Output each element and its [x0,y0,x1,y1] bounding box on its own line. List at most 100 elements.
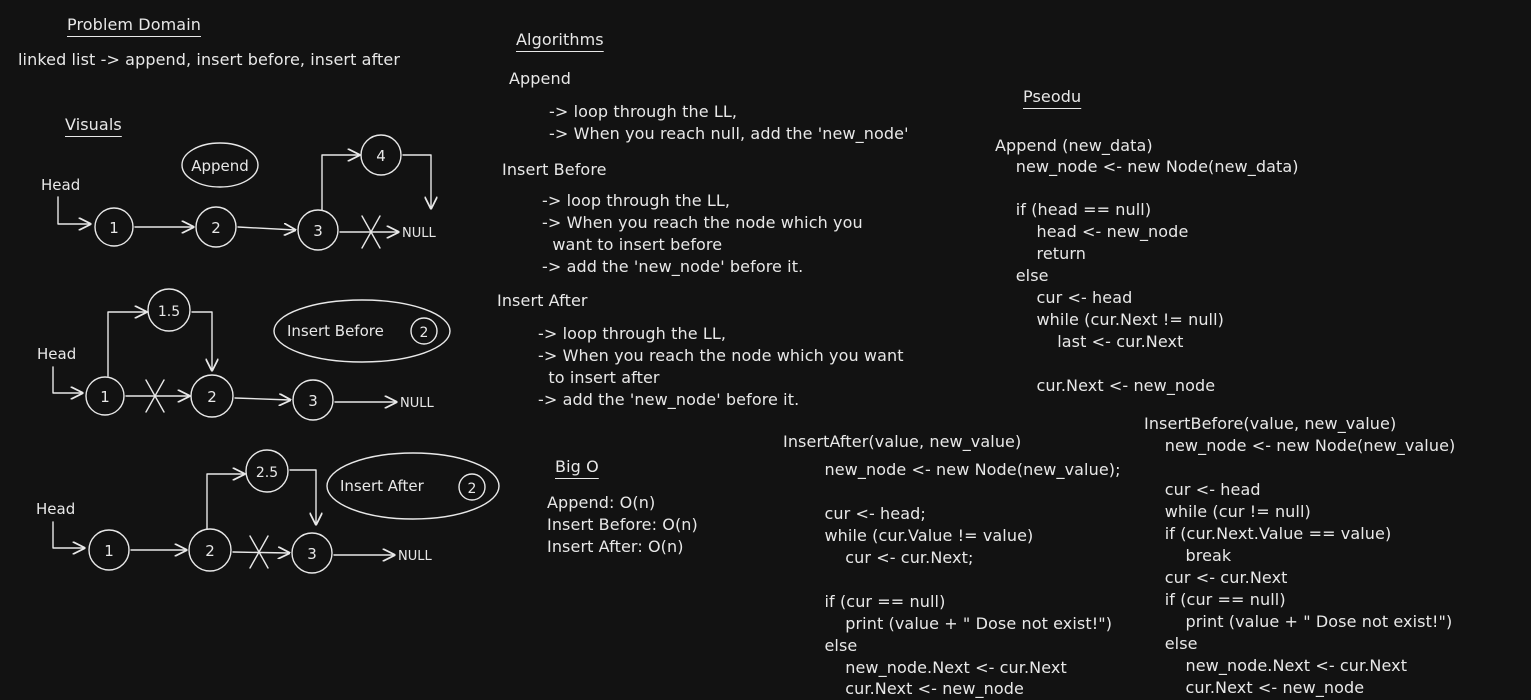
ia-new-node-label: 2.5 [256,465,278,481]
append-arrow-2-3 [237,227,295,230]
append-head-arrow [57,196,90,224]
ia-head-label: Head [36,500,75,518]
ib-badge-node-label: 2 [420,325,429,341]
algo-append-line-2: -> When you reach null, add the 'new_nod… [549,124,909,143]
algorithms-heading: Algorithms [516,30,604,49]
pseudo-insert-before-line: if (cur == null) [1144,590,1286,609]
ib-cross-mark [145,379,165,413]
pseudo-append-line: head <- new_node [995,222,1189,241]
pseudo-insert-after-line: cur <- cur.Next; [783,548,974,567]
algo-insert-after-line-1: -> loop through the LL, [538,324,727,343]
ib-new-node [147,288,191,332]
pseudo-insert-before-line: InsertBefore(value, new_value) [1144,414,1397,433]
ia-arrow-2-3 [232,552,289,553]
pseudo-append-line: else [995,266,1049,285]
pseudo-insert-before-line: if (cur.Next.Value == value) [1144,524,1392,543]
pseudo-append-line: new_node <- new Node(new_data) [995,157,1299,176]
algo-insert-after-line-3: to insert after [538,368,660,387]
append-node-1 [94,207,134,247]
pseudo-append-line: if (head == null) [995,200,1152,219]
pseudo-append-line: while (cur.Next != null) [995,310,1224,329]
algo-insert-after-line-4: -> add the 'new_node' before it. [538,390,800,409]
append-new-node [360,134,402,176]
insert-before-diagram: Head 1 2 3 NULL 1.5 Insert Before 2 [37,288,451,421]
append-node-3 [297,209,339,251]
pseudo-insert-after-line: if (cur == null) [783,592,946,611]
algo-insert-before-line-1: -> loop through the LL, [542,191,731,210]
ib-down-arrow [191,311,212,370]
append-node-2-label: 2 [211,219,221,237]
append-cross-mark [361,215,381,249]
pseudo-append-line: Append (new_data) [995,136,1153,155]
pseudo-append-line: cur <- head [995,288,1133,307]
pseudo-insert-before-line: cur.Next <- new_node [1144,678,1365,697]
pseudo-insert-before-line: new_node <- new Node(new_value) [1144,436,1456,455]
pseudo-insert-before-line: print (value + " Dose not exist!") [1144,612,1453,631]
append-diagram: Head 1 2 3 NULL 4 Append [41,134,436,251]
ia-head-arrow [52,521,84,548]
pseudo-heading: Pseodu [1023,87,1082,106]
pseudo-insert-after-line: cur <- head; [783,504,926,523]
ia-node-2 [188,528,232,572]
pseudo-insert-before-line: new_node.Next <- cur.Next [1144,656,1408,675]
insert-after-diagram: Head 1 2 3 NULL 2.5 Insert After 2 [36,449,500,574]
ia-badge-ellipse [326,452,500,520]
pseudo-insert-after-line: InsertAfter(value, new_value) [783,432,1022,451]
ib-head-arrow [52,366,82,393]
ia-node-1 [88,529,130,571]
ib-head-label: Head [37,345,76,363]
algo-insert-before-line-2: -> When you reach the node which you [542,213,863,232]
pseudo-insert-before-line: break [1144,546,1232,565]
ib-node-3-label: 3 [308,392,318,410]
ia-badge-label: Insert After [340,477,425,495]
pseudo-insert-after-line: else [783,636,858,655]
ia-node-3-label: 3 [307,545,317,563]
ia-up-arrow [206,474,244,530]
append-head-label: Head [41,176,80,194]
ib-badge-label: Insert Before [287,322,384,340]
ib-node-1-label: 1 [100,388,110,406]
ib-null-label: NULL [400,396,434,411]
visuals-heading: Visuals [65,115,122,134]
pseudo-insert-after-line: new_node.Next <- cur.Next [783,658,1067,677]
ib-badge-node [410,317,438,345]
ib-node-2-label: 2 [207,388,217,406]
ib-new-node-label: 1.5 [158,304,180,320]
ib-up-arrow [107,312,146,377]
algo-insert-after-title: Insert After [497,291,588,310]
append-up-arrow [321,155,359,211]
ia-node-1-label: 1 [104,542,114,560]
append-new-node-label: 4 [376,147,386,165]
pseudo-insert-before-line: cur <- cur.Next [1144,568,1288,587]
pseudo-insert-before-line: cur <- head [1144,480,1261,499]
ib-node-3 [292,379,334,421]
ia-badge-node [458,473,486,501]
ia-node-3 [291,532,333,574]
problem-domain-text: linked list -> append, insert before, in… [18,50,401,69]
ia-null-label: NULL [398,549,432,564]
ia-down-arrow [289,469,316,524]
pseudo-insert-after-line: print (value + " Dose not exist!") [783,614,1113,633]
append-node-1-label: 1 [109,219,119,237]
pseudo-insert-after-line: while (cur.Value != value) [783,526,1034,545]
ia-badge-node-label: 2 [468,481,477,497]
algo-insert-before-line-3: want to insert before [542,235,723,254]
pseudo-insert-before-line: else [1144,634,1198,653]
append-badge-ellipse [181,142,259,188]
append-node-3-label: 3 [313,222,323,240]
big-o-line-2: Insert Before: O(n) [547,515,698,534]
algo-insert-before-line-4: -> add the 'new_node' before it. [542,257,804,276]
pseudo-append-line: cur.Next <- new_node [995,376,1216,395]
big-o-heading: Big O [555,457,599,476]
pseudo-insert-after-line: cur.Next <- new_node [783,679,1024,698]
problem-domain-heading: Problem Domain [67,15,201,34]
algo-insert-before-title: Insert Before [502,160,607,179]
algo-append-title: Append [509,69,571,88]
ib-node-2 [190,374,234,418]
ib-node-1 [85,376,125,416]
ia-new-node [245,449,289,493]
ia-node-2-label: 2 [205,542,215,560]
pseudo-insert-after-line: new_node <- new Node(new_value); [783,460,1121,479]
algo-insert-after-line-2: -> When you reach the node which you wan… [538,346,904,365]
